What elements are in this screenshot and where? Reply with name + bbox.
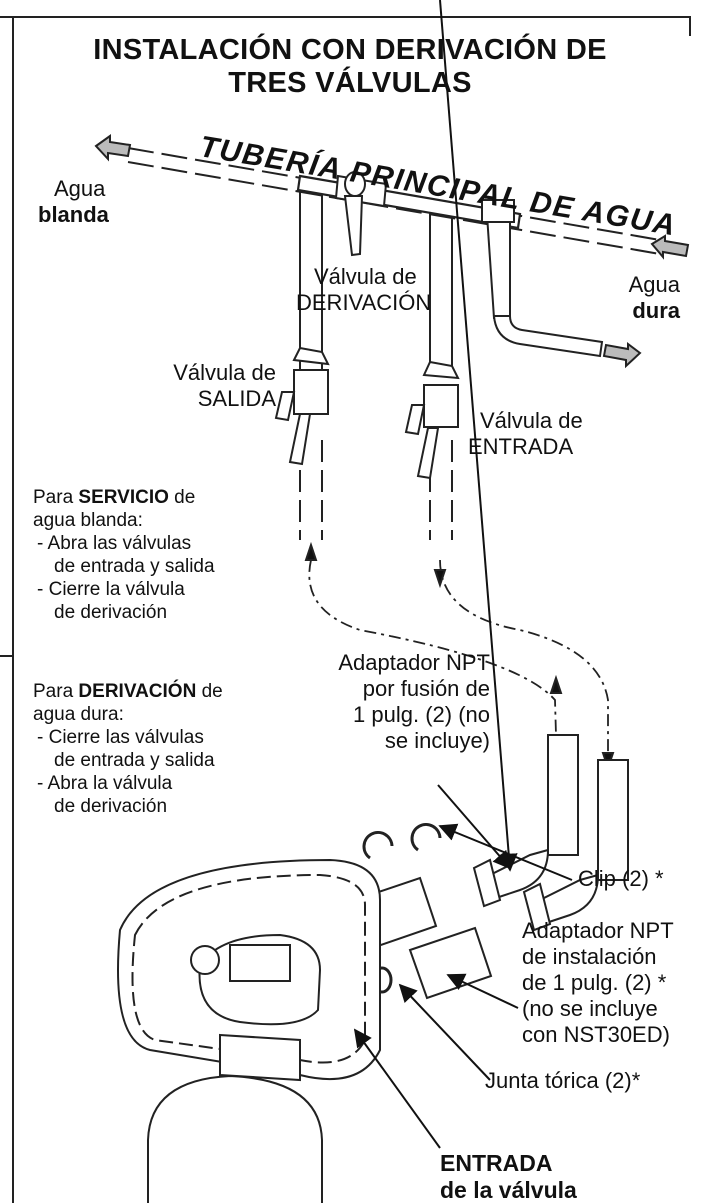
flow-arrow-hard-out bbox=[602, 342, 642, 369]
soft-water-label: Agua blanda bbox=[38, 176, 109, 228]
fusion-line-4: se incluye) bbox=[384, 728, 490, 753]
softener-head bbox=[117, 858, 381, 1082]
outlet-valve-line-2: SALIDA bbox=[197, 386, 276, 411]
service-bold: SERVICIO bbox=[78, 487, 169, 508]
leader-lines bbox=[353, 0, 573, 1149]
valve-inlet-line-1: ENTRADA bbox=[440, 1150, 553, 1176]
outlet-valve-drawing bbox=[274, 346, 330, 466]
bypass-instructions: Para DERIVACIÓN de agua dura: - Cierre l… bbox=[33, 680, 223, 818]
service-item-1a: - Abra las válvulas bbox=[37, 533, 192, 554]
inlet-valve-drawing bbox=[404, 360, 460, 480]
frame-left-border bbox=[12, 16, 14, 1203]
service-item-2b: de derivación bbox=[54, 602, 168, 623]
soft-water-line-2: blanda bbox=[38, 202, 109, 227]
bypass-item-1b: de entrada y salida bbox=[54, 750, 215, 771]
frame-right-border bbox=[689, 16, 691, 36]
fusion-line-3: 1 pulg. (2) (no bbox=[353, 702, 490, 727]
service-instructions: Para SERVICIO de agua blanda: - Abra las… bbox=[33, 486, 215, 624]
bypass-item-1a: - Cierre las válvulas bbox=[37, 727, 204, 748]
clip-label: Clip (2) * bbox=[578, 866, 664, 891]
service-item-2a: - Cierre la válvula bbox=[37, 579, 185, 600]
service-prefix: Para bbox=[33, 487, 79, 508]
hard-water-line-1: Agua bbox=[628, 272, 680, 297]
bypass-bold: DERIVACIÓN bbox=[78, 681, 197, 702]
diagram-title: INSTALACIÓN CON DERIVACIÓN DE TRES VÁLVU… bbox=[70, 34, 630, 100]
outlet-valve-line-1: Válvula de bbox=[173, 360, 276, 385]
install-adapter-label: Adaptador NPT de instalación de 1 pulg. … bbox=[522, 918, 674, 1048]
title-line-2: TRES VÁLVULAS bbox=[228, 67, 472, 99]
softener-tank bbox=[147, 1074, 323, 1203]
inlet-valve-label: Válvula de ENTRADA bbox=[468, 408, 583, 460]
valve-inlet-line-2: de la válvula bbox=[440, 1177, 577, 1203]
bypass-valve-drawing bbox=[334, 171, 388, 257]
service-heading: Para SERVICIO de bbox=[33, 486, 215, 509]
soft-water-line-1: Agua bbox=[54, 176, 106, 201]
install-line-2: de instalación bbox=[522, 944, 657, 969]
hard-water-line-2: dura bbox=[632, 298, 680, 323]
flow-arrow-right-in bbox=[650, 234, 690, 260]
bypass-item-2a: - Abra la válvula bbox=[37, 773, 173, 794]
bypass-prefix: Para bbox=[33, 681, 79, 702]
outlet-valve-label: Válvula de SALIDA bbox=[146, 360, 276, 412]
frame-tick bbox=[0, 655, 14, 657]
bypass-valve-label: Válvula de DERIVACIÓN bbox=[296, 264, 431, 316]
install-line-5: con NST30ED) bbox=[522, 1022, 670, 1047]
o-ring-label: Junta tórica (2)* bbox=[485, 1068, 641, 1093]
fusion-adapter-label: Adaptador NPT por fusión de 1 pulg. (2) … bbox=[300, 650, 490, 754]
flow-arrow-left bbox=[94, 134, 132, 162]
bypass-suffix: de bbox=[196, 681, 223, 702]
service-suffix: de bbox=[168, 487, 196, 508]
install-line-1: Adaptador NPT bbox=[522, 918, 674, 943]
hard-water-label: Agua dura bbox=[620, 272, 680, 324]
fusion-line-1: Adaptador NPT bbox=[338, 650, 490, 675]
bypass-heading: Para DERIVACIÓN de bbox=[33, 680, 223, 703]
connection-paths bbox=[308, 559, 609, 760]
bypass-valve-line-1: Válvula de bbox=[314, 264, 417, 289]
inlet-valve-line-1: Válvula de bbox=[480, 408, 583, 433]
vertical-pipes bbox=[299, 190, 453, 375]
inlet-valve-line-2: ENTRADA bbox=[468, 434, 574, 459]
service-line-2: agua blanda: bbox=[33, 510, 143, 531]
service-item-1b: de entrada y salida bbox=[54, 556, 215, 577]
valve-inlet-label: ENTRADA de la válvula bbox=[440, 1150, 577, 1204]
install-line-3: de 1 pulg. (2) * bbox=[522, 970, 667, 995]
title-line-1: INSTALACIÓN CON DERIVACIÓN DE bbox=[93, 34, 607, 66]
install-line-4: (no se incluye bbox=[522, 996, 658, 1021]
hard-water-branch bbox=[481, 198, 604, 358]
fusion-line-2: por fusión de bbox=[362, 676, 490, 701]
clips bbox=[362, 823, 442, 860]
bypass-item-2b: de derivación bbox=[54, 796, 168, 817]
frame-top-border bbox=[0, 16, 690, 18]
fusion-adapters bbox=[472, 734, 629, 932]
bypass-line-2: agua dura: bbox=[33, 704, 124, 725]
bypass-valve-line-2: DERIVACIÓN bbox=[296, 290, 432, 315]
main-pipe bbox=[127, 147, 661, 255]
